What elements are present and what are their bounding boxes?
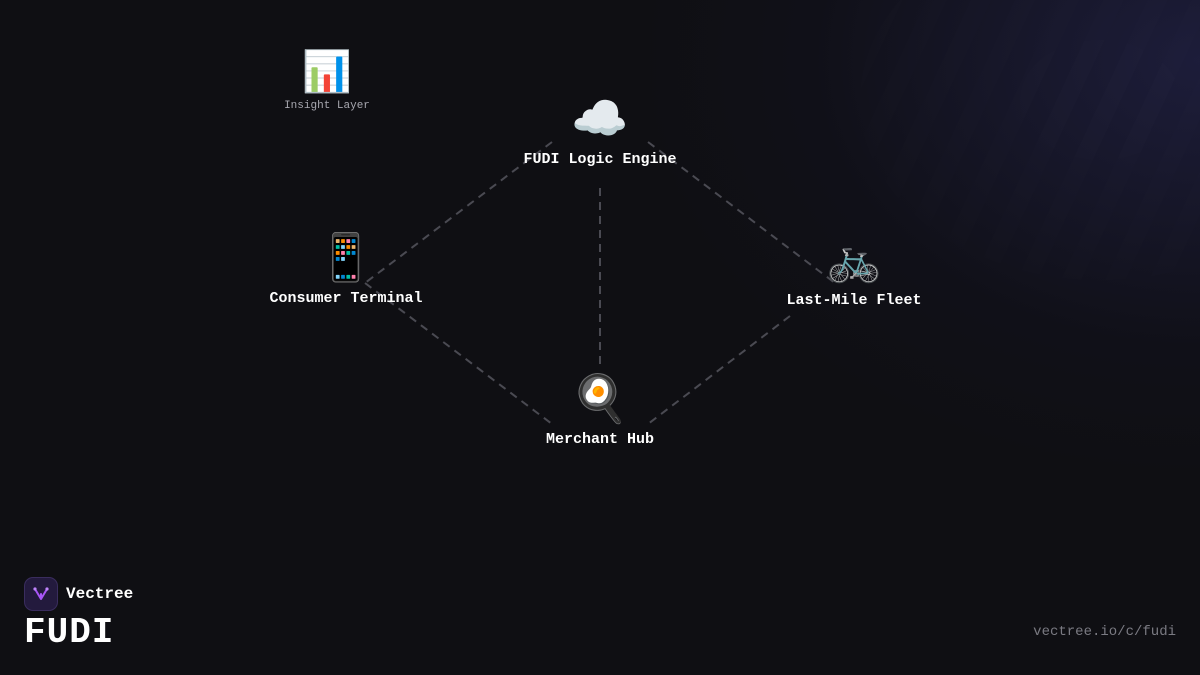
edge-fleet-merchant <box>647 315 791 425</box>
edge-engine-fleet <box>647 141 836 284</box>
node-insight-layer-label: Insight Layer <box>284 100 370 112</box>
node-last-mile-fleet-label: Last-Mile Fleet <box>786 292 922 309</box>
node-last-mile-fleet[interactable]: 🚲 Last-Mile Fleet <box>786 234 922 310</box>
bar-chart-icon: 📊 <box>302 49 352 95</box>
node-fudi-logic-engine-label: FUDI Logic Engine <box>523 151 677 168</box>
edge-engine-consumer <box>364 141 553 284</box>
product-title: FUDI <box>24 612 115 653</box>
node-consumer-terminal-label: Consumer Terminal <box>269 290 423 307</box>
vectree-logo-icon <box>24 577 58 611</box>
node-merchant-hub[interactable]: 🍳 Merchant Hub <box>546 375 654 448</box>
bicycle-icon: 🚲 <box>826 234 882 285</box>
node-merchant-hub-label: Merchant Hub <box>545 431 655 448</box>
frying-pan-egg-icon: 🍳 <box>571 371 629 425</box>
footer-url[interactable]: vectree.io/c/fudi <box>1033 624 1176 640</box>
node-fudi-logic-engine[interactable]: ☁️ FUDI Logic Engine <box>523 95 676 168</box>
node-consumer-terminal[interactable]: 📱 Consumer Terminal <box>269 234 422 307</box>
edge-consumer-merchant <box>364 282 553 425</box>
mobile-phone-icon: 📱 <box>317 230 375 284</box>
node-insight-layer[interactable]: 📊 Insight Layer <box>284 52 370 112</box>
cloud-icon: ☁️ <box>571 91 629 145</box>
brand[interactable]: Vectree <box>24 577 133 611</box>
brand-name: Vectree <box>66 585 134 603</box>
